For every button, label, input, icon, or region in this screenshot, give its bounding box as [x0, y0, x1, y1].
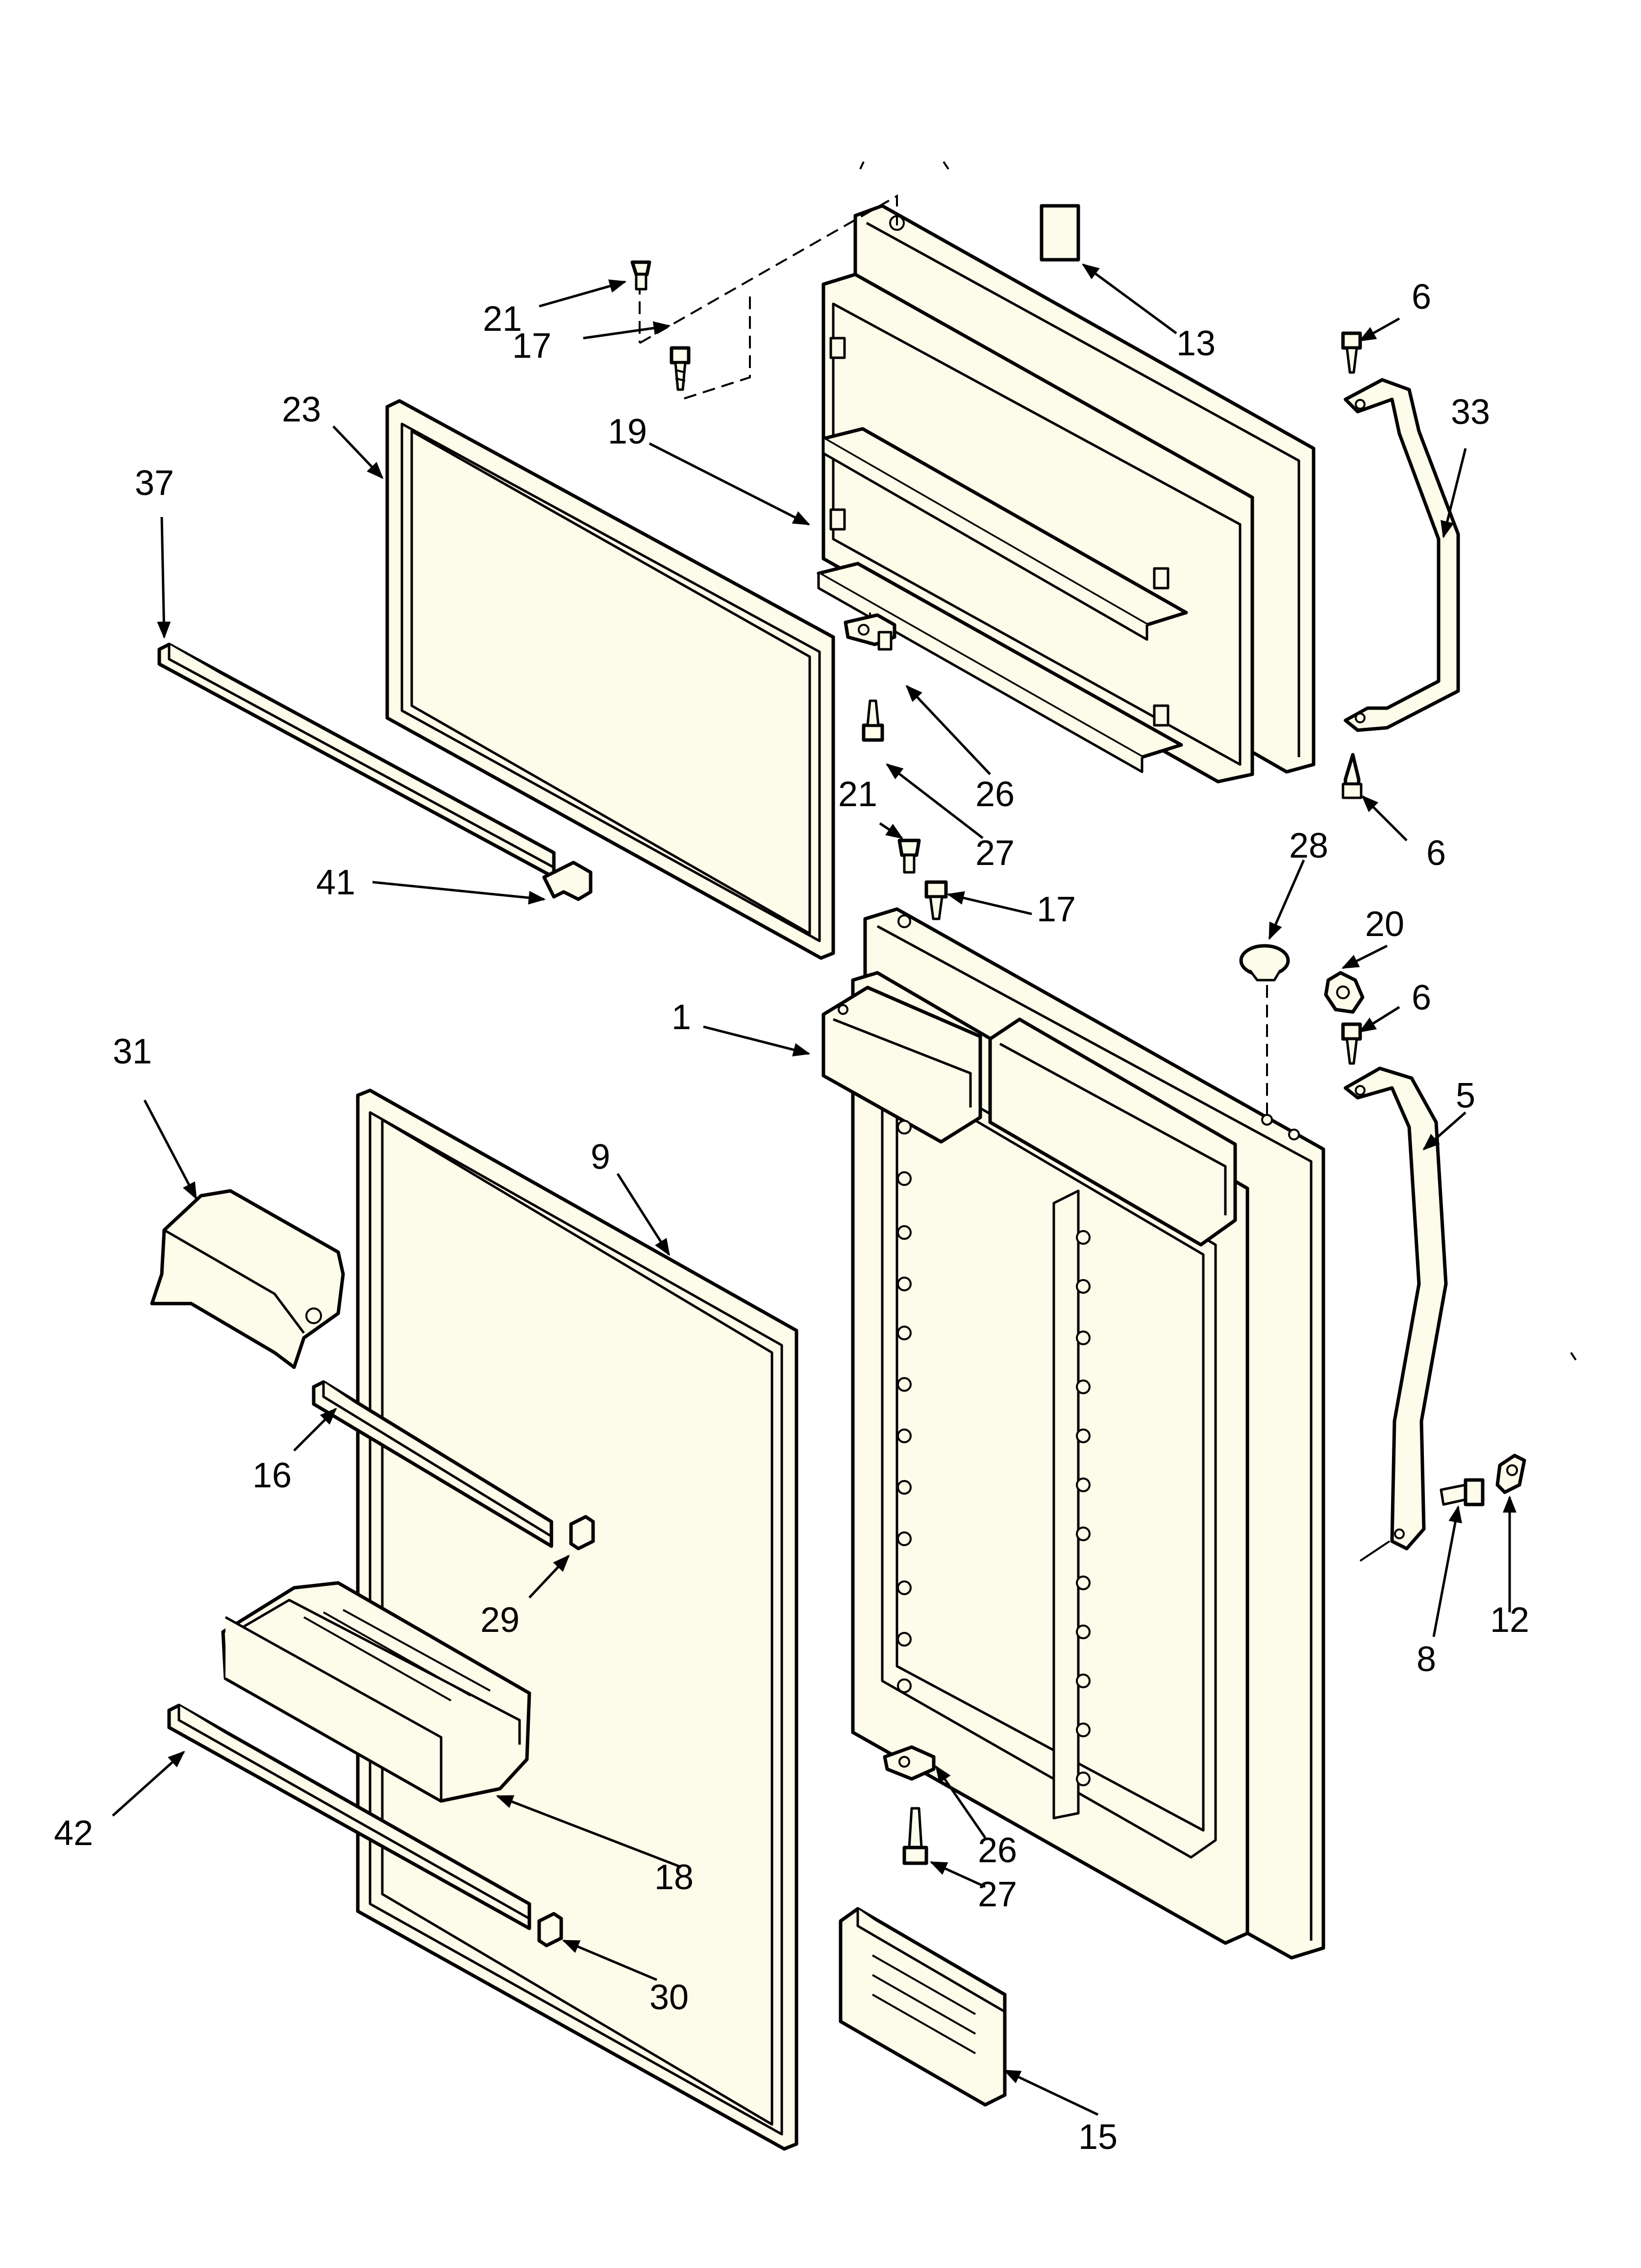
utility-compartment-part-31	[150, 1189, 345, 1369]
trim-end-cap-part-30	[537, 1912, 563, 1948]
freezer-shelf-trim-part-37	[157, 642, 556, 879]
screw-part-6-middle	[1341, 1022, 1362, 1065]
screw-part-17-lower	[924, 880, 948, 920]
panel-cover-part-15	[839, 1907, 1007, 2107]
screw-part-17-upper	[670, 346, 691, 391]
callout-6-lower: 6	[1412, 978, 1431, 1017]
screw-part-27-lower	[902, 1807, 928, 1865]
callout-21-upper: 21	[483, 299, 522, 339]
trim-end-cap-part-41	[542, 861, 593, 901]
handle-cap-part-12	[1495, 1454, 1526, 1494]
callout-15: 15	[1078, 2118, 1118, 2157]
callout-33: 33	[1451, 393, 1490, 432]
screw-part-27-upper	[862, 699, 884, 742]
callout-23: 23	[282, 390, 321, 429]
callout-31: 31	[113, 1032, 152, 1071]
trim-end-cap-part-29	[569, 1515, 595, 1551]
callout-20: 20	[1365, 905, 1404, 944]
callout-1: 1	[671, 998, 691, 1037]
hinge-part-26-lower	[883, 1745, 936, 1781]
callout-30: 30	[649, 1978, 689, 2017]
callout-27-upper: 27	[975, 834, 1015, 873]
freezer-door-gasket-part-23	[385, 399, 835, 960]
callout-17-lower: 17	[1037, 890, 1076, 929]
callout-5: 5	[1456, 1076, 1475, 1115]
callout-26-lower: 26	[978, 1831, 1017, 1870]
screw-part-6-top	[1341, 331, 1362, 374]
callout-labels: 21 17 13 6 23 19 33 37 26 21 27 6 17 41 …	[54, 277, 1529, 2157]
bin-trim-part-42	[167, 1703, 531, 1930]
callout-29: 29	[480, 1601, 520, 1640]
hinge-pin-part-21-upper	[630, 260, 651, 291]
freezer-handle-part-33	[1343, 378, 1460, 732]
shelf-trim-part-16	[312, 1380, 553, 1548]
screw-part-6-bottom	[1342, 753, 1363, 799]
plug-part-28	[1239, 944, 1290, 982]
callout-42: 42	[54, 1814, 93, 1853]
callout-12: 12	[1490, 1601, 1529, 1640]
callout-8: 8	[1417, 1640, 1436, 1679]
callout-6-top: 6	[1412, 277, 1431, 317]
label-sticker-part-13	[1040, 204, 1080, 262]
hinge-cover-part-20	[1324, 971, 1365, 1014]
screw-part-8	[1440, 1478, 1485, 1506]
callout-28: 28	[1289, 826, 1328, 865]
shelf-studs-center	[1076, 1230, 1091, 1786]
refrigerator-door-part-1	[821, 907, 1325, 1960]
callout-26-upper: 26	[975, 775, 1015, 814]
hinge-part-26-upper	[844, 613, 896, 651]
callout-6-middle: 6	[1426, 834, 1446, 873]
leader-lines	[112, 263, 1517, 2116]
callout-21-lower: 21	[838, 775, 877, 814]
callout-9: 9	[591, 1137, 610, 1177]
callout-19: 19	[608, 412, 647, 451]
shelf-studs-left	[897, 1120, 912, 1693]
hinge-pin-part-21-lower	[897, 838, 921, 874]
callout-16: 16	[252, 1456, 292, 1495]
callout-17-upper: 17	[512, 326, 551, 366]
callout-41: 41	[316, 863, 355, 902]
callout-37: 37	[135, 464, 174, 503]
refrigerator-door-gasket-part-9	[356, 1088, 798, 2151]
callout-27-lower: 27	[978, 1875, 1017, 1914]
door-bin-part-18	[221, 1581, 531, 1803]
refrigerator-handle-part-5	[1343, 1066, 1448, 1551]
callout-18: 18	[654, 1858, 694, 1897]
freezer-door-part-19	[817, 204, 1316, 784]
callout-13: 13	[1176, 324, 1216, 363]
